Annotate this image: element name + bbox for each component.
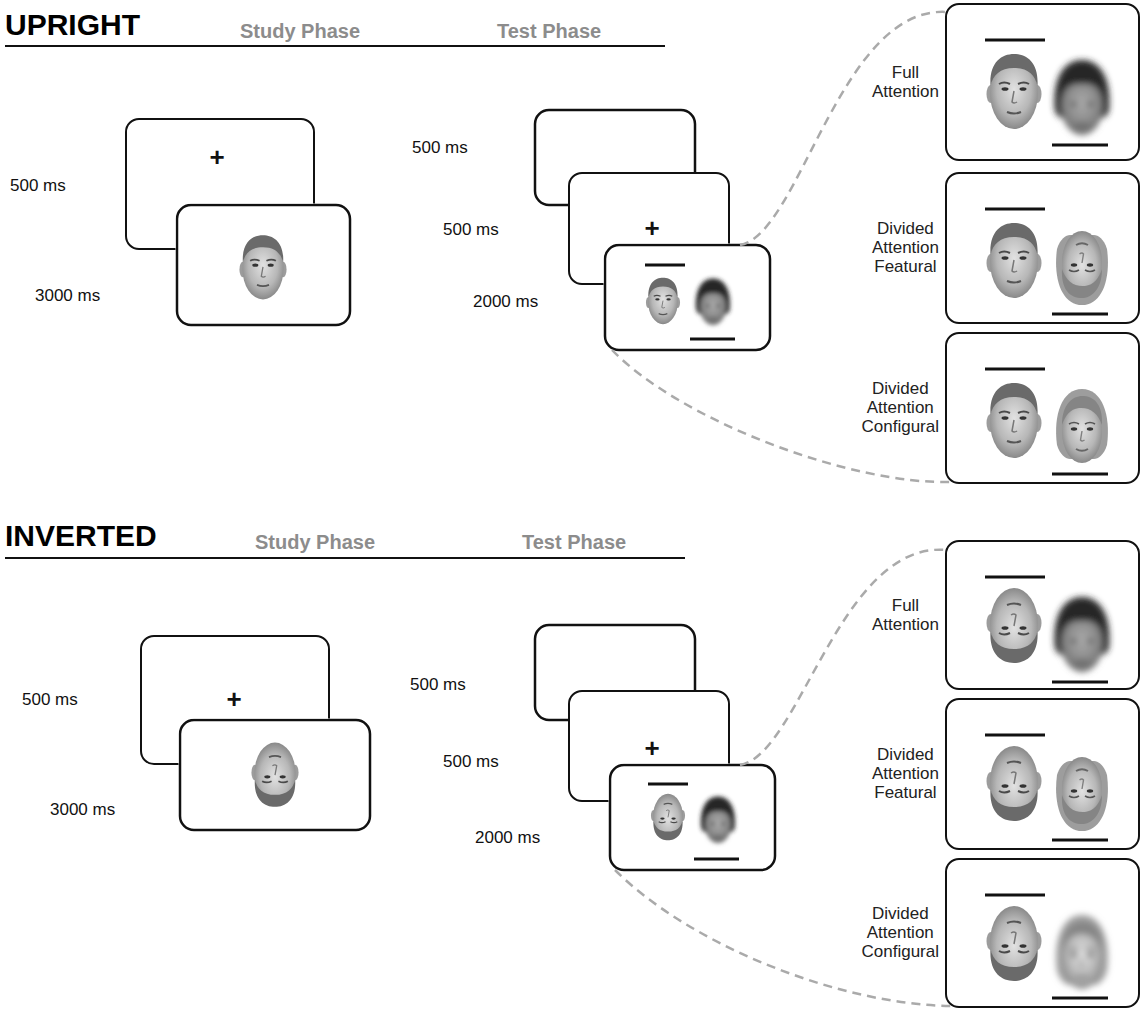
attention-bar	[694, 858, 739, 861]
duration-label: 2000 ms	[475, 828, 540, 848]
panel-face	[987, 383, 1042, 458]
fixation-cross: +	[226, 686, 241, 712]
duration-label: 500 ms	[22, 690, 78, 710]
test-face	[646, 278, 680, 324]
phase-heading: Test Phase	[497, 20, 601, 43]
test-screen	[605, 245, 770, 350]
condition-label: Divided Attention Featural	[872, 745, 939, 802]
condition-panel: Divided Attention Configural	[945, 858, 1140, 1008]
blurred-face	[1055, 60, 1110, 135]
condition-label: Divided Attention Featural	[872, 219, 939, 276]
attention-bar	[1052, 839, 1108, 842]
duration-label: 500 ms	[412, 138, 468, 158]
blurred-face	[701, 796, 735, 842]
attention-bar	[1052, 997, 1108, 1000]
attention-bar	[645, 264, 685, 267]
duration-label: 3000 ms	[35, 286, 100, 306]
duration-label: 3000 ms	[50, 800, 115, 820]
section-heading: INVERTED	[5, 519, 157, 554]
study-screen	[177, 205, 350, 325]
condition-panel: Divided Attention Featural	[945, 698, 1140, 850]
attention-bar	[648, 783, 688, 786]
zoom-leader	[615, 870, 952, 1006]
phase-heading: Study Phase	[255, 531, 375, 554]
inverted-face	[651, 794, 685, 840]
attention-bar	[1052, 681, 1108, 684]
section-rule	[5, 557, 685, 559]
section-rule	[5, 45, 665, 47]
inverted-face	[251, 743, 298, 807]
attention-bar	[985, 39, 1045, 42]
zoom-leader	[740, 550, 947, 765]
condition-label: Full Attention	[872, 63, 939, 101]
condition-panel: Full Attention	[945, 540, 1140, 690]
phase-heading: Test Phase	[522, 531, 626, 554]
condition-label: Divided Attention Configural	[862, 379, 939, 436]
inverted-face	[987, 906, 1042, 981]
condition-label: Divided Attention Configural	[862, 904, 939, 961]
attention-bar	[1052, 313, 1108, 316]
condition-panel: Full Attention	[945, 3, 1140, 161]
attention-bar	[690, 338, 735, 341]
study-face	[239, 235, 286, 299]
panel-face	[987, 54, 1042, 129]
attention-bar	[985, 576, 1045, 579]
attention-bar	[985, 894, 1045, 897]
inverted-face	[1056, 757, 1108, 831]
attention-bar	[985, 208, 1045, 211]
duration-label: 500 ms	[443, 220, 499, 240]
study-screen	[180, 720, 370, 830]
phase-heading: Study Phase	[240, 20, 360, 43]
panel-face	[987, 223, 1042, 298]
section-heading: UPRIGHT	[5, 8, 140, 43]
attention-bar	[1052, 473, 1108, 476]
attention-bar	[985, 734, 1045, 737]
blurred-face	[1056, 915, 1108, 989]
condition-panel: Divided Attention Featural	[945, 172, 1140, 324]
inverted-face	[987, 746, 1042, 821]
fixation-cross: +	[209, 144, 224, 170]
test-screen	[610, 765, 775, 870]
blurred-face	[1055, 597, 1110, 672]
duration-label: 500 ms	[410, 675, 466, 695]
fixation-cross: +	[644, 215, 659, 241]
fixation-cross: +	[644, 735, 659, 761]
attention-bar	[1052, 144, 1108, 147]
condition-label: Full Attention	[872, 596, 939, 634]
panel-face	[1056, 389, 1108, 463]
condition-panel: Divided Attention Configural	[945, 332, 1140, 484]
duration-label: 2000 ms	[473, 292, 538, 312]
blurred-face	[696, 278, 730, 324]
duration-label: 500 ms	[10, 176, 66, 196]
zoom-leader	[740, 12, 947, 245]
inverted-face	[987, 588, 1042, 663]
inverted-face	[1056, 231, 1108, 305]
zoom-leader	[612, 350, 952, 482]
attention-bar	[985, 368, 1045, 371]
duration-label: 500 ms	[443, 752, 499, 772]
